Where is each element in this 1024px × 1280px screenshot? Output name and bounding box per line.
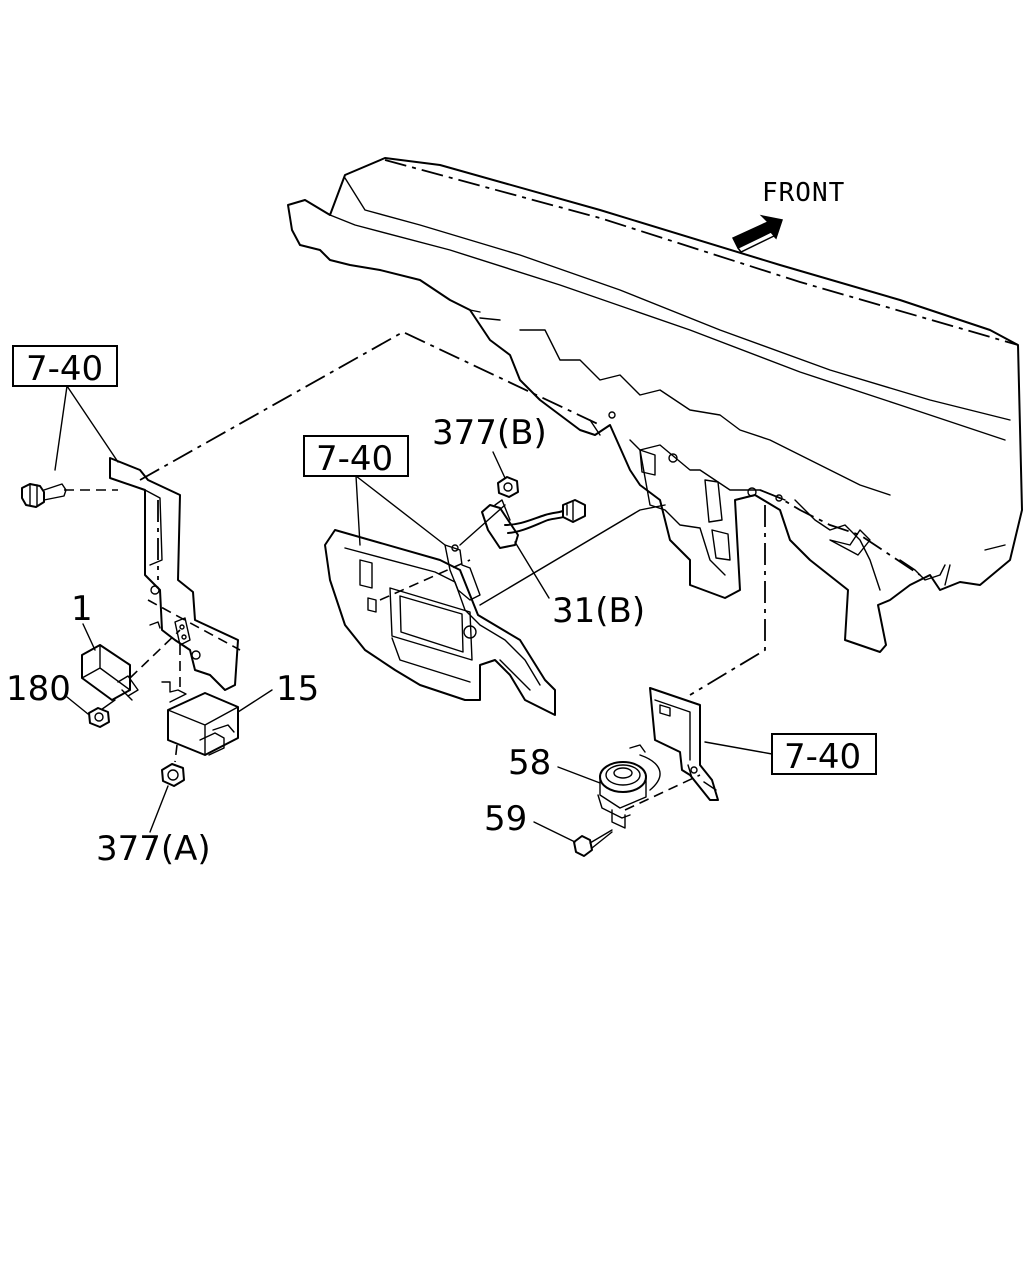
assembly-line-bezel bbox=[379, 559, 471, 601]
ref-box-center[interactable]: 7-40 bbox=[303, 435, 409, 479]
dashboard-panel bbox=[287, 157, 1023, 653]
assembly-line-top bbox=[139, 330, 601, 481]
ref-box-left[interactable]: 7-40 bbox=[12, 345, 118, 389]
ref-right-text: 7-40 bbox=[784, 737, 861, 777]
leader-ref-right bbox=[704, 741, 773, 755]
leader-ref-left-b bbox=[66, 385, 119, 463]
horn-bracket bbox=[649, 687, 719, 801]
assembly-line-horn bbox=[689, 505, 766, 696]
part-31b-sensor bbox=[481, 499, 586, 549]
part-59-screw bbox=[573, 829, 613, 857]
callout-59: 59 bbox=[484, 799, 527, 839]
leader-ref-center-b bbox=[355, 475, 446, 546]
leader-1 bbox=[82, 623, 96, 651]
part-58-horn bbox=[597, 744, 661, 829]
front-arrow-icon bbox=[731, 214, 783, 253]
console-bezel bbox=[324, 529, 556, 716]
leader-31b bbox=[514, 541, 550, 599]
ref-box-right[interactable]: 7-40 bbox=[771, 733, 877, 777]
callout-15: 15 bbox=[276, 669, 319, 709]
callout-1: 1 bbox=[71, 589, 93, 629]
leader-377a bbox=[149, 785, 169, 833]
leader-180 bbox=[66, 696, 89, 715]
leader-58 bbox=[557, 766, 601, 784]
front-direction-indicator: FRONT bbox=[731, 178, 845, 253]
callout-180: 180 bbox=[6, 669, 71, 709]
leader-59 bbox=[533, 821, 576, 843]
ref-left-text: 7-40 bbox=[26, 349, 103, 389]
assembly-line-1 bbox=[129, 629, 181, 679]
assembly-line-58 bbox=[624, 774, 701, 811]
part-15-module bbox=[161, 681, 239, 756]
leader-ref-center-a bbox=[355, 475, 361, 546]
callout-377b: 377(B) bbox=[432, 413, 547, 453]
leader-377b bbox=[492, 451, 506, 479]
part-1-relay bbox=[81, 644, 139, 701]
leader-15 bbox=[237, 689, 273, 713]
part-377b-nut bbox=[497, 476, 519, 498]
left-bracket bbox=[109, 457, 241, 691]
bolt-left bbox=[21, 483, 118, 508]
ref-center-text: 7-40 bbox=[316, 439, 393, 479]
front-label: FRONT bbox=[762, 178, 845, 208]
callout-31b: 31(B) bbox=[552, 591, 645, 631]
assembly-line-31b-b bbox=[459, 504, 506, 546]
part-377a-nut bbox=[161, 763, 185, 787]
leader-ref-left-a bbox=[54, 385, 68, 471]
assembly-line-377a bbox=[174, 744, 178, 763]
callout-58: 58 bbox=[508, 743, 551, 783]
callout-377a: 377(A) bbox=[96, 829, 211, 869]
part-180-nut bbox=[88, 707, 110, 728]
